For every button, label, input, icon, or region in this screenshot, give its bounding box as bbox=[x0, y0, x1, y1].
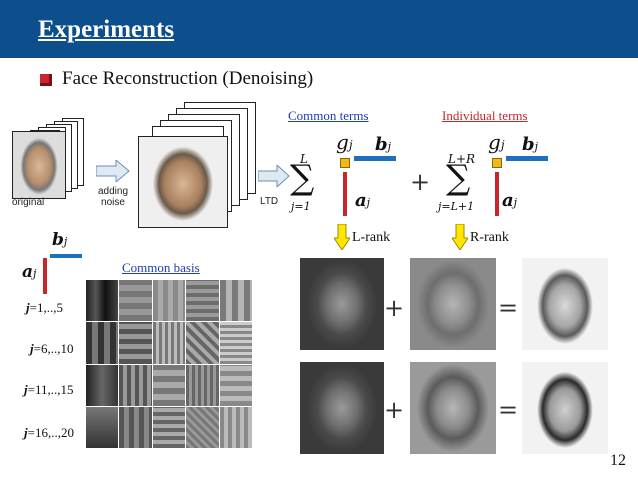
basis-cell bbox=[186, 322, 219, 364]
basis-image-grid bbox=[86, 280, 252, 448]
g-scalar-box bbox=[340, 158, 350, 168]
basis-b-bar bbox=[50, 254, 82, 258]
reconstructed-face-2 bbox=[522, 362, 608, 454]
basis-cell bbox=[119, 406, 152, 448]
individual-face-2 bbox=[410, 362, 496, 454]
adding-noise-label: adding noise bbox=[97, 186, 129, 208]
basis-row-label-2: j=6,..,10 bbox=[30, 341, 74, 356]
basis-cell bbox=[152, 280, 186, 322]
basis-cell bbox=[152, 406, 186, 448]
r-rank-label: R-rank bbox=[470, 230, 509, 245]
basis-cell bbox=[152, 364, 186, 406]
bullet-text: Face Reconstruction (Denoising) bbox=[62, 68, 314, 89]
basis-cell bbox=[86, 406, 119, 448]
sum1-lower: j=1 bbox=[291, 200, 311, 213]
basis-cell bbox=[186, 364, 219, 406]
basis-row-label-1: j=1,..,5 bbox=[26, 300, 63, 315]
low-rank-face-2 bbox=[300, 362, 384, 454]
b-vector-bar-2 bbox=[506, 156, 548, 161]
result-equals-1: = bbox=[498, 294, 519, 322]
a-j-term-2: aj bbox=[502, 190, 518, 211]
result-plus-2: + bbox=[384, 396, 405, 424]
ltd-arrow-icon bbox=[258, 165, 290, 187]
b-vector-bar bbox=[354, 156, 396, 161]
formula-plus: + bbox=[410, 168, 431, 196]
result-equals-2: = bbox=[498, 396, 519, 424]
g-j-term-2: gj bbox=[488, 130, 505, 154]
basis-cell bbox=[186, 280, 219, 322]
sum1-upper: L bbox=[300, 152, 308, 166]
basis-cell bbox=[186, 406, 219, 448]
result-plus-1: + bbox=[384, 294, 405, 322]
basis-cell bbox=[219, 322, 252, 364]
common-terms-link[interactable]: Common terms bbox=[288, 108, 369, 123]
sum2-upper: L+R bbox=[448, 152, 476, 166]
basis-cell bbox=[219, 280, 252, 322]
basis-a-label: aj bbox=[22, 262, 37, 282]
basis-cell bbox=[219, 406, 252, 448]
b-j-term-2: bj bbox=[522, 134, 539, 155]
noisy-face-image bbox=[138, 136, 228, 228]
sum2-lower: j=L+1 bbox=[438, 200, 475, 213]
down-arrow-icon-2 bbox=[452, 224, 468, 250]
low-rank-face-1 bbox=[300, 258, 384, 350]
basis-cell bbox=[219, 364, 252, 406]
common-basis-link[interactable]: Common basis bbox=[122, 260, 200, 275]
page-number: 12 bbox=[610, 452, 626, 469]
sum1-sigma: ∑ bbox=[290, 158, 315, 198]
basis-cell bbox=[119, 280, 152, 322]
right-arrow-icon bbox=[96, 160, 130, 182]
noisy-face-stack bbox=[134, 102, 264, 232]
b-j-term-1: bj bbox=[375, 134, 392, 155]
basis-a-bar bbox=[43, 258, 47, 294]
basis-b-label: bj bbox=[52, 230, 68, 250]
original-label: original bbox=[12, 197, 45, 208]
individual-face-1 bbox=[410, 258, 496, 350]
basis-cell bbox=[119, 322, 152, 364]
a-vector-bar-2 bbox=[495, 172, 499, 216]
sum2-sigma: ∑ bbox=[446, 158, 471, 198]
ltd-label: LTD bbox=[260, 196, 279, 207]
down-arrow-icon bbox=[334, 224, 350, 250]
basis-cell bbox=[119, 364, 152, 406]
basis-cell bbox=[152, 322, 186, 364]
g-scalar-box-2 bbox=[492, 158, 502, 168]
a-vector-bar bbox=[343, 172, 347, 216]
original-face-image bbox=[12, 131, 66, 199]
individual-terms-link[interactable]: Individual terms bbox=[442, 108, 528, 123]
l-rank-label: L-rank bbox=[352, 230, 391, 245]
a-j-term-1: aj bbox=[355, 190, 371, 211]
basis-cell bbox=[86, 364, 119, 406]
basis-cell bbox=[86, 322, 119, 364]
slide-title: Experiments bbox=[38, 16, 175, 43]
original-face-stack bbox=[10, 118, 84, 199]
title-bar bbox=[0, 0, 638, 58]
reconstructed-face-1 bbox=[522, 258, 608, 350]
g-j-term-1: gj bbox=[336, 130, 353, 154]
basis-row-label-4: j=16,..,20 bbox=[24, 425, 74, 440]
bullet-icon bbox=[40, 74, 52, 86]
basis-cell bbox=[86, 280, 119, 322]
basis-row-label-3: j=11,..,15 bbox=[24, 382, 74, 397]
